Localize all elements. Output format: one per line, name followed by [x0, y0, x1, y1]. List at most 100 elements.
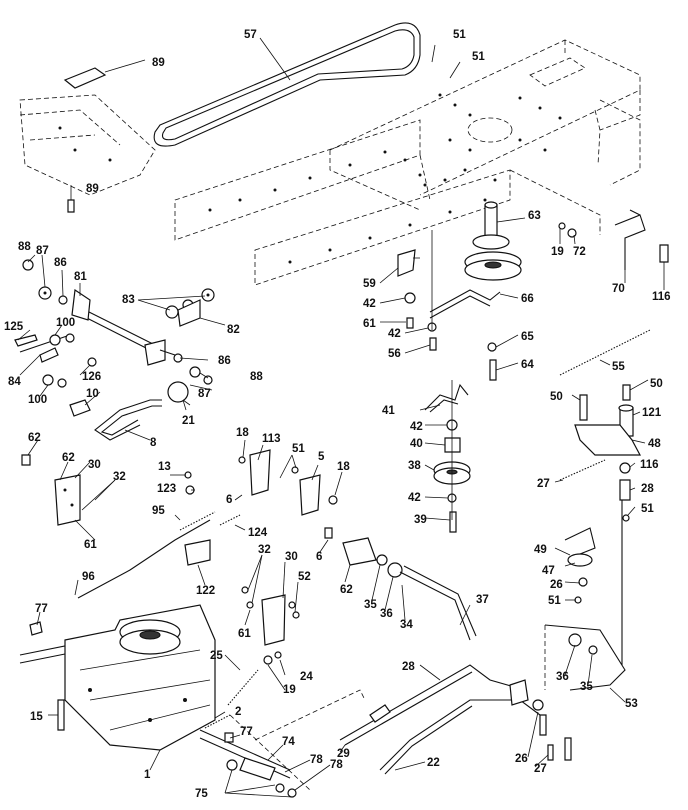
callout-28: 28 [402, 661, 415, 673]
callout-86: 86 [218, 355, 231, 367]
callout-25: 25 [210, 650, 223, 662]
callout-10: 10 [86, 388, 99, 400]
callout-64: 64 [521, 359, 534, 371]
callout-36: 36 [556, 671, 569, 683]
callout-100: 100 [56, 317, 75, 329]
callout-82: 82 [227, 324, 240, 336]
callout-113: 113 [262, 433, 281, 445]
callout-21: 21 [182, 415, 195, 427]
callout-52: 52 [298, 571, 311, 583]
callout-72: 72 [573, 246, 586, 258]
callout-2: 2 [235, 706, 241, 718]
callout-48: 48 [648, 438, 661, 450]
callout-6: 6 [316, 551, 322, 563]
callout-57: 57 [244, 29, 257, 41]
callout-81: 81 [74, 271, 87, 283]
callout-126: 126 [82, 371, 101, 383]
callout-56: 56 [388, 348, 401, 360]
callout-47: 47 [542, 565, 555, 577]
callout-61: 61 [238, 628, 251, 640]
callout-32: 32 [258, 544, 271, 556]
brake-linkage [14, 259, 215, 441]
right-linkage [544, 384, 641, 691]
callout-95: 95 [152, 505, 165, 517]
callout-51: 51 [641, 503, 654, 515]
callout-28: 28 [641, 483, 654, 495]
callout-123: 123 [157, 483, 176, 495]
callout-26: 26 [550, 579, 563, 591]
callout-116: 116 [652, 291, 671, 303]
callout-121: 121 [642, 407, 662, 419]
callout-89: 89 [86, 183, 99, 195]
callout-39: 39 [414, 514, 427, 526]
callout-78: 78 [310, 754, 323, 766]
callout-88: 88 [18, 241, 31, 253]
callout-51: 51 [453, 29, 466, 41]
callout-42: 42 [363, 298, 376, 310]
callout-86: 86 [54, 257, 67, 269]
callout-116: 116 [640, 459, 659, 471]
callout-26: 26 [515, 753, 528, 765]
callout-27: 27 [537, 478, 550, 490]
callout-42: 42 [408, 492, 421, 504]
spring-55 [559, 329, 651, 376]
callout-84: 84 [8, 376, 21, 388]
callout-53: 53 [625, 698, 638, 710]
callout-19: 19 [551, 246, 564, 258]
callout-62: 62 [62, 452, 75, 464]
callout-42: 42 [388, 328, 401, 340]
callout-50: 50 [650, 378, 663, 390]
callout-125: 125 [4, 321, 24, 333]
callout-124: 124 [248, 527, 268, 539]
callout-87: 87 [198, 388, 211, 400]
callout-6: 6 [226, 494, 232, 506]
callout-77: 77 [35, 603, 48, 615]
callout-96: 96 [82, 571, 95, 583]
pulley-stack [397, 201, 522, 533]
callout-62: 62 [340, 584, 353, 596]
callout-77: 77 [240, 726, 253, 738]
callout-63: 63 [528, 210, 541, 222]
callout-100: 100 [28, 394, 47, 406]
callout-8: 8 [150, 437, 157, 449]
transaxle [19, 604, 366, 798]
callout-5: 5 [318, 451, 325, 463]
callout-27: 27 [534, 763, 547, 775]
callout-41: 41 [382, 405, 395, 417]
callout-labels: 57 51 51 89 89 63 19 72 70 116 88 87 86 … [4, 29, 671, 800]
drive-belt [153, 22, 421, 147]
leader-lines [17, 37, 665, 798]
callout-40: 40 [410, 438, 423, 450]
callout-65: 65 [521, 331, 534, 343]
callout-51: 51 [548, 595, 561, 607]
callout-61: 61 [363, 318, 376, 330]
callout-15: 15 [30, 711, 43, 723]
callout-62: 62 [28, 432, 41, 444]
callout-74: 74 [282, 736, 295, 748]
callout-49: 49 [534, 544, 547, 556]
callout-30: 30 [88, 459, 101, 471]
callout-13: 13 [158, 461, 171, 473]
callout-1: 1 [144, 769, 151, 781]
callout-34: 34 [400, 619, 413, 631]
callout-61: 61 [84, 539, 97, 551]
callout-36: 36 [380, 608, 393, 620]
callout-42: 42 [410, 421, 423, 433]
callout-32: 32 [113, 471, 126, 483]
callout-18: 18 [236, 427, 249, 439]
callout-22: 22 [427, 757, 440, 769]
callout-37: 37 [476, 594, 489, 606]
callout-18: 18 [337, 461, 350, 473]
callout-55: 55 [612, 361, 625, 373]
callout-30: 30 [285, 551, 298, 563]
callout-35: 35 [364, 599, 377, 611]
callout-83: 83 [122, 294, 135, 306]
callout-88: 88 [250, 371, 263, 383]
callout-35: 35 [580, 681, 593, 693]
callout-50: 50 [550, 391, 563, 403]
callout-122: 122 [196, 585, 215, 597]
control-rods [339, 664, 572, 775]
callout-70: 70 [612, 283, 625, 295]
